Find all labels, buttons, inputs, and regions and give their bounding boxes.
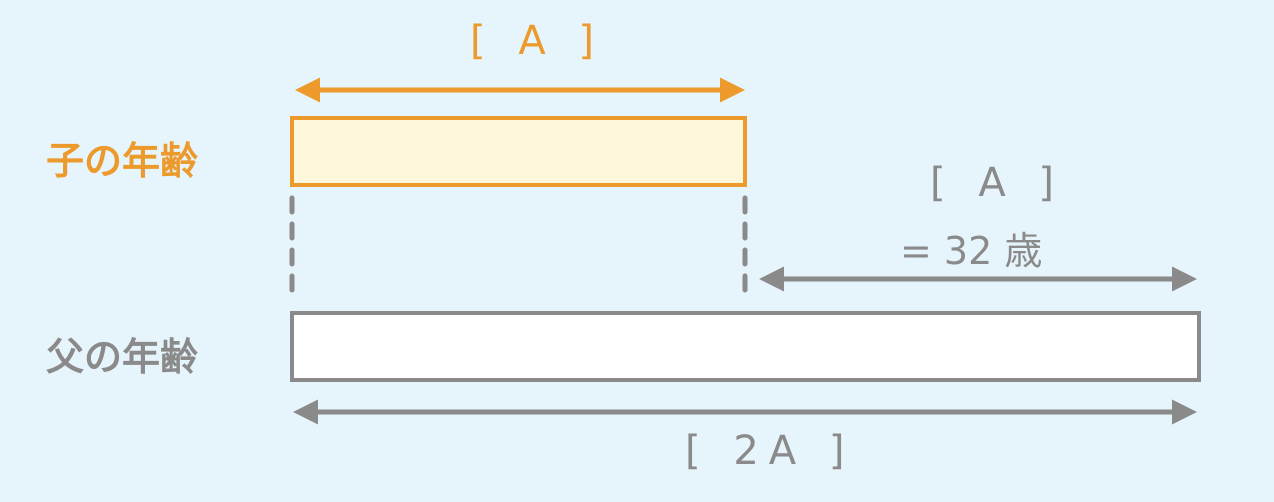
child-age-label: 子の年齢 [46, 139, 199, 183]
child-age-bar [290, 116, 747, 187]
father-span-label: [ 2A ] [685, 428, 855, 474]
father-age-bar [290, 311, 1201, 382]
difference-span-label: [ A ] [930, 160, 1065, 206]
father-age-label: 父の年齢 [46, 335, 199, 379]
child-span-label: [ A ] [470, 18, 605, 64]
difference-value-label: = 32 歳 [900, 229, 1043, 273]
